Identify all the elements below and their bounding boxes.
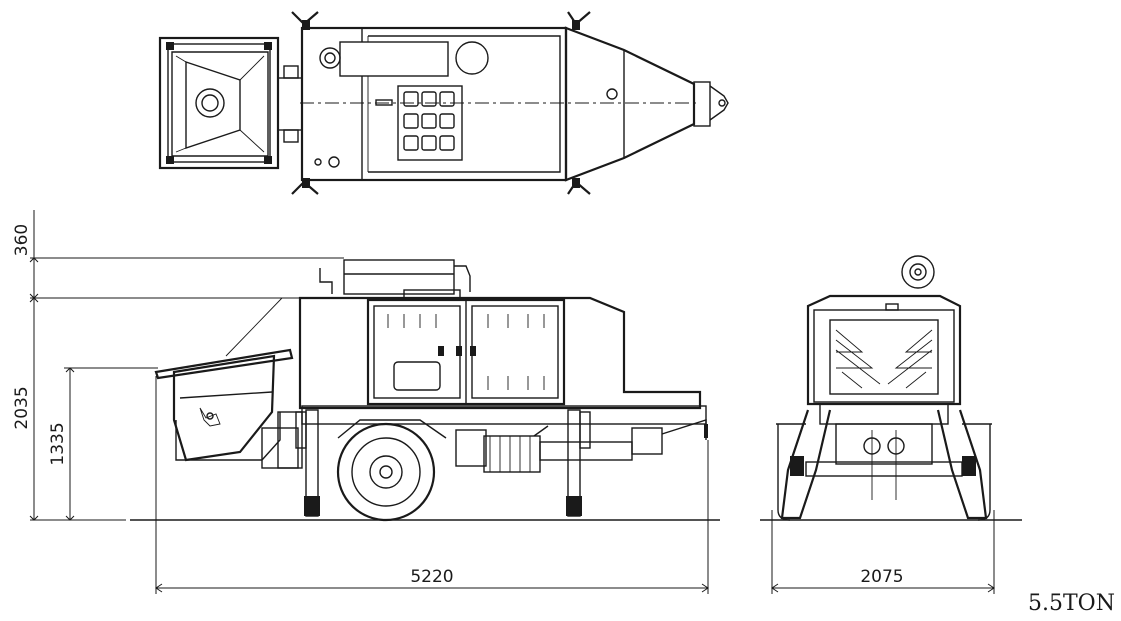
dim-top-height: 360 <box>12 224 32 256</box>
length-dimension <box>155 376 709 594</box>
hopper-funnel <box>185 61 241 149</box>
width-dimension <box>771 510 995 594</box>
side-hopper-lid <box>154 348 294 380</box>
side-pump-motor <box>483 435 541 473</box>
dim-overall-width: 2075 <box>860 567 903 587</box>
front-grille <box>829 319 939 395</box>
dim-total-height: 2035 <box>12 386 32 429</box>
top-view <box>158 11 729 195</box>
side-wheel <box>336 422 436 522</box>
side-muffler <box>343 259 455 295</box>
weight-label: 5.5TON <box>1028 591 1115 616</box>
top-muffler <box>339 41 449 77</box>
side-main-body <box>298 296 702 410</box>
front-exhaust <box>901 255 935 289</box>
side-view: 360 2035 1335 5220 <box>12 210 720 594</box>
front-leg-right <box>936 409 988 520</box>
top-control-panel <box>397 85 463 161</box>
dim-hopper-height: 1335 <box>48 422 68 465</box>
side-hopper <box>172 354 276 462</box>
front-body <box>806 294 962 406</box>
front-view: 2075 <box>760 255 1022 594</box>
dim-overall-length: 5220 <box>410 567 453 587</box>
side-control-window <box>393 361 441 391</box>
top-nose-cone <box>564 26 696 182</box>
hopper-outlet <box>195 88 225 118</box>
height-dimensions <box>29 210 344 521</box>
